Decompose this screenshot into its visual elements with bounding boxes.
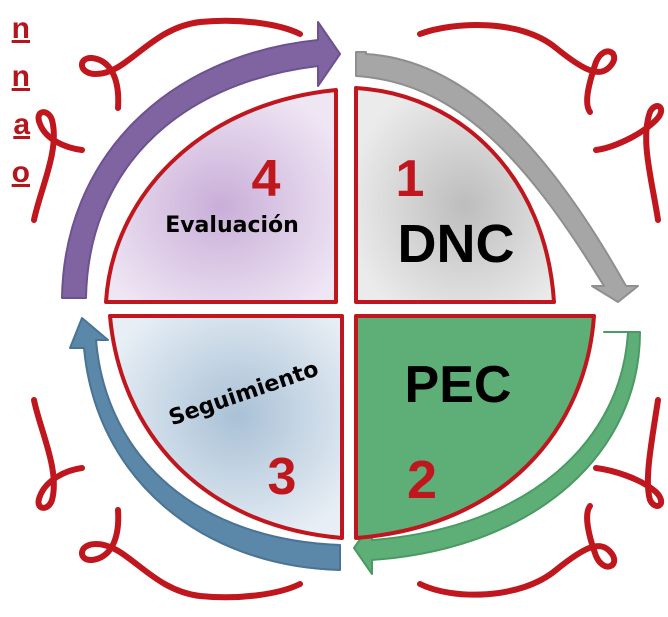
arrow-green-pec (353, 331, 641, 575)
pec-label: PEC (405, 356, 512, 414)
arrow-purple-evaluacion (61, 21, 341, 299)
frame-arc-top-right (417, 22, 617, 115)
wavy-frame (31, 17, 664, 601)
frame-arc-bottom-right (417, 503, 617, 598)
frame-arc-top-left (79, 17, 303, 111)
evaluacion-number: 4 (252, 150, 281, 208)
seguimiento-number: 3 (268, 448, 297, 506)
side-text-line-3: a (13, 108, 30, 141)
quadrant-pec (354, 314, 596, 540)
frame-arc-left-bottom (31, 397, 85, 511)
evaluacion-label: Evaluación (165, 213, 299, 238)
side-text-line-2: n (11, 60, 30, 93)
side-text-line-4: o (11, 156, 30, 189)
frame-arc-right-bottom (593, 397, 664, 509)
frame-arc-right-top (593, 103, 664, 223)
frame-arc-left-top (31, 109, 85, 223)
frame-arc-bottom-left (79, 507, 303, 601)
arrow-blue-seguimiento (69, 317, 341, 571)
dnc-label: DNC (398, 214, 515, 274)
dnc-number: 1 (396, 150, 425, 208)
quadrant-dnc (354, 86, 556, 304)
quadrant-evaluacion (104, 88, 338, 304)
arrow-gray-dnc (355, 51, 639, 303)
pec-number: 2 (407, 450, 437, 510)
quadrant-seguimiento (108, 314, 344, 540)
cycle-arrows (61, 21, 641, 575)
side-text-line-1: n (11, 12, 30, 45)
